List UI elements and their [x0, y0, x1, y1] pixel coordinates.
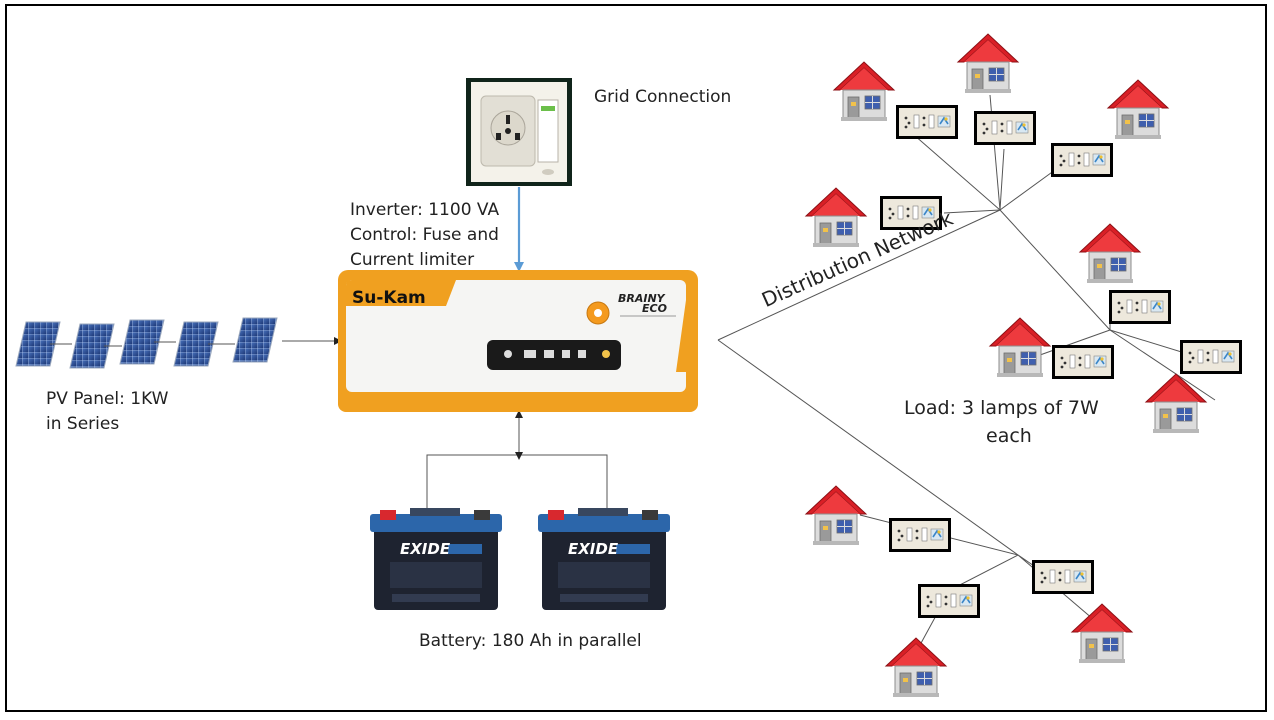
pv-panel-label-line2: in Series [46, 414, 120, 434]
battery-brand: EXIDE [400, 540, 451, 558]
switchboard-icon [917, 583, 981, 619]
solar-panel-array [15, 317, 278, 369]
house-icon [1107, 79, 1169, 140]
switchboard-icon [895, 104, 959, 140]
load-label-line2: each [986, 425, 1032, 447]
battery-label: Battery: 180 Ah in parallel [419, 631, 642, 651]
inverter-brand: Su-Kam [352, 288, 426, 308]
wall-socket-icon [466, 78, 572, 186]
house-icon [1071, 603, 1133, 664]
switchboard-icon [1179, 339, 1243, 375]
inverter-label-line2: Control: Fuse and [350, 225, 499, 245]
house-icon [1145, 373, 1207, 434]
battery-icon [538, 508, 670, 610]
inverter-label-line3: Current limiter [350, 250, 475, 270]
solar-panel-icon [232, 317, 278, 363]
house-icon [989, 317, 1051, 378]
switchboard-icon [1051, 344, 1115, 380]
house-icon [833, 61, 895, 122]
pv-panel-label-line1: PV Panel: 1KW [46, 389, 169, 409]
house-icon [1079, 223, 1141, 284]
inverter-icon: Su-Kam BRAINY ECO [338, 270, 698, 412]
inverter-label-line1: Inverter: 1100 VA [350, 200, 500, 220]
switchboards [879, 104, 1243, 619]
battery-icon [370, 508, 502, 610]
house-icon [805, 187, 867, 248]
house-icon [957, 33, 1019, 94]
switchboard-icon [1050, 142, 1114, 178]
house-icon [805, 485, 867, 546]
battery-brand: EXIDE [568, 540, 619, 558]
switchboard-icon [1031, 559, 1095, 595]
grid-connection-label: Grid Connection [594, 87, 732, 107]
inverter-model: BRAINY [618, 292, 666, 305]
switchboard-icon [888, 517, 952, 553]
switchboard-icon [1108, 289, 1172, 325]
diagram-frame [5, 4, 1267, 712]
inverter-model-line2: ECO [642, 302, 667, 315]
load-label-line1: Load: 3 lamps of 7W [904, 397, 1099, 419]
switchboard-icon [973, 110, 1037, 146]
house-icon [885, 637, 947, 698]
